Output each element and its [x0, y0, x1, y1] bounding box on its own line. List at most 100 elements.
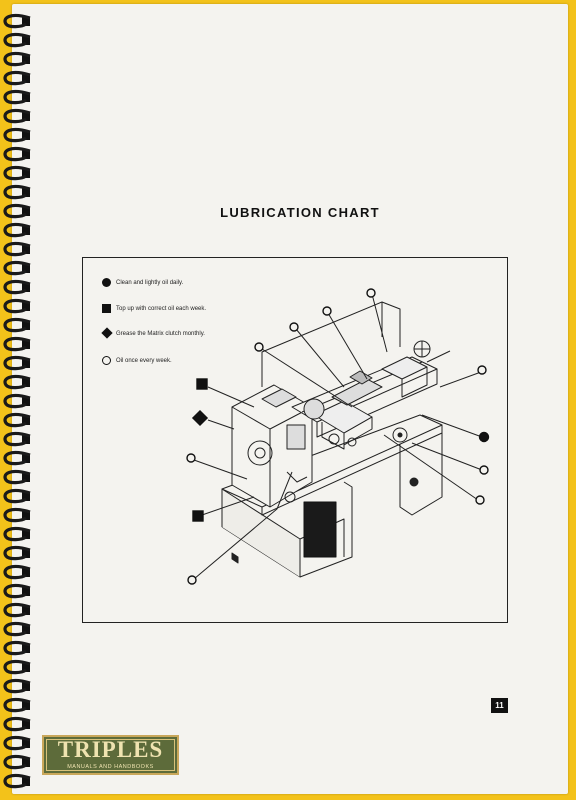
binding-coil [3, 146, 31, 162]
binding-hole [22, 435, 30, 444]
binding-hole [22, 663, 30, 672]
binding-hole [22, 511, 30, 520]
binding-coil [3, 431, 31, 447]
binding-coil [3, 659, 31, 675]
binding-hole [22, 74, 30, 83]
binding-coil [3, 184, 31, 200]
binding-coil [3, 412, 31, 428]
binding-coil [3, 697, 31, 713]
spiral-binding [3, 13, 31, 789]
filled-square-icon [102, 304, 111, 313]
binding-coil [3, 298, 31, 314]
binding-coil [3, 51, 31, 67]
logo-border [46, 739, 175, 771]
binding-hole [22, 150, 30, 159]
binding-coil [3, 241, 31, 257]
legend-item-weekly-topup: Top up with correct oil each week. [102, 302, 206, 316]
logo-wordmark: TRIPLES [57, 737, 164, 762]
binding-coil [3, 507, 31, 523]
binding-coil [3, 279, 31, 295]
binding-coil [3, 716, 31, 732]
binding-coil [3, 32, 31, 48]
legend-item-weekly-oil: Oil once every week. [102, 354, 172, 368]
callout-ring [477, 365, 487, 375]
binding-hole [22, 169, 30, 178]
binding-hole [22, 720, 30, 729]
binding-hole [22, 226, 30, 235]
binding-hole [22, 112, 30, 121]
binding-hole [22, 701, 30, 710]
binding-hole [22, 245, 30, 254]
legend-text: Oil once every week. [116, 358, 172, 364]
open-circle-icon [102, 356, 111, 365]
binding-hole [22, 606, 30, 615]
binding-coil [3, 640, 31, 656]
binding-coil [3, 583, 31, 599]
legend-text: Grease the Matrix clutch monthly. [116, 331, 205, 337]
binding-hole [22, 55, 30, 64]
binding-hole [22, 625, 30, 634]
binding-coil [3, 545, 31, 561]
binding-hole [22, 283, 30, 292]
binding-coil [3, 564, 31, 580]
binding-hole [22, 93, 30, 102]
callout-dot [478, 431, 490, 443]
binding-coil [3, 526, 31, 542]
binding-hole [22, 568, 30, 577]
binding-hole [22, 302, 30, 311]
binding-coil [3, 773, 31, 789]
legend-text: Clean and lightly oil daily. [116, 280, 184, 286]
binding-coil [3, 165, 31, 181]
callout-diamond [191, 409, 209, 427]
binding-coil [3, 260, 31, 276]
binding-hole [22, 758, 30, 767]
callout-square [192, 510, 204, 522]
binding-coil [3, 89, 31, 105]
binding-hole [22, 739, 30, 748]
binding-hole [22, 530, 30, 539]
binding-hole [22, 378, 30, 387]
binding-hole [22, 131, 30, 140]
binding-hole [22, 397, 30, 406]
binding-hole [22, 321, 30, 330]
binding-coil [3, 127, 31, 143]
legend-item-daily: Clean and lightly oil daily. [102, 276, 183, 290]
binding-hole [22, 359, 30, 368]
binding-coil [3, 450, 31, 466]
binding-hole [22, 340, 30, 349]
binding-coil [3, 222, 31, 238]
callout-ring [322, 306, 332, 316]
page-title: LUBRICATION CHART [220, 205, 380, 220]
binding-hole [22, 473, 30, 482]
binding-coil [3, 355, 31, 371]
callout-ring [475, 495, 485, 505]
binding-coil [3, 374, 31, 390]
lathe-illustration [186, 288, 490, 585]
filled-circle-icon [102, 278, 111, 287]
binding-hole [22, 682, 30, 691]
legend-item-monthly-grease: Grease the Matrix clutch monthly. [101, 327, 205, 341]
binding-hole [22, 416, 30, 425]
binding-hole [22, 644, 30, 653]
binding-hole [22, 587, 30, 596]
binding-coil [3, 108, 31, 124]
callout-ring [186, 453, 196, 463]
callout-square [196, 378, 208, 390]
binding-coil [3, 488, 31, 504]
binding-coil [3, 70, 31, 86]
binding-coil [3, 621, 31, 637]
binding-hole [22, 777, 30, 786]
binding-hole [22, 492, 30, 501]
binding-hole [22, 207, 30, 216]
binding-hole [22, 264, 30, 273]
binding-coil [3, 735, 31, 751]
binding-hole [22, 17, 30, 26]
chart-frame [82, 257, 508, 623]
binding-hole [22, 549, 30, 558]
binding-coil [3, 13, 31, 29]
triples-logo: TRIPLES MANUALS AND HANDBOOKS [42, 735, 179, 775]
binding-coil [3, 393, 31, 409]
callout-ring [254, 342, 264, 352]
callout-ring [479, 465, 489, 475]
callout-ring [366, 288, 376, 298]
